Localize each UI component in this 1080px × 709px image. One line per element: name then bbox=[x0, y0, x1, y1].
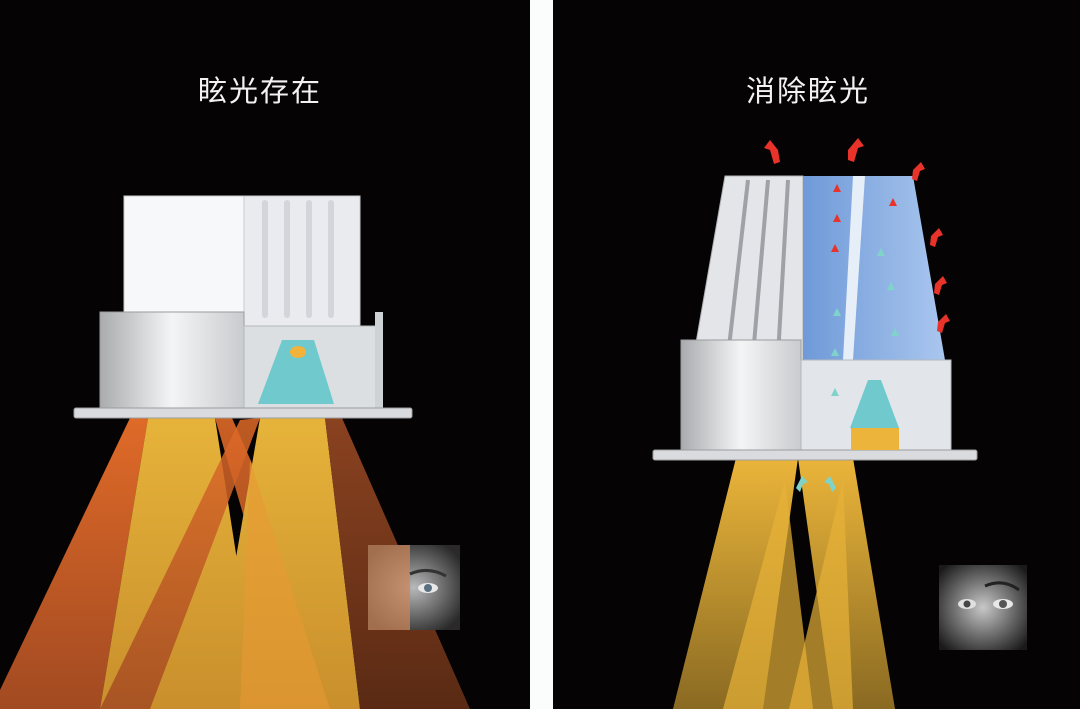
title-glare-present: 眩光存在 bbox=[198, 74, 323, 108]
title-glare-eliminated: 消除眩光 bbox=[746, 74, 871, 108]
airflow-arrows-cool bbox=[796, 248, 899, 492]
controlled-light-beams bbox=[673, 458, 895, 709]
anti-glare-diagram bbox=[652, 138, 1027, 709]
tapered-heat-sink bbox=[652, 175, 978, 461]
led-lens bbox=[850, 380, 899, 428]
airflow-arrows-hot bbox=[764, 138, 950, 333]
right-panel-glare-eliminated: 消除眩光 bbox=[553, 0, 1080, 709]
light-beams bbox=[0, 418, 470, 709]
heat-sink-fins bbox=[262, 200, 334, 318]
left-panel-glare-present: 眩光存在 bbox=[0, 0, 530, 709]
eye-photo bbox=[368, 545, 460, 630]
glare-diagram bbox=[0, 195, 470, 709]
panel-divider bbox=[530, 0, 553, 709]
eye-photo bbox=[939, 565, 1027, 650]
led-lens bbox=[258, 340, 334, 404]
downlight-housing bbox=[73, 195, 413, 419]
